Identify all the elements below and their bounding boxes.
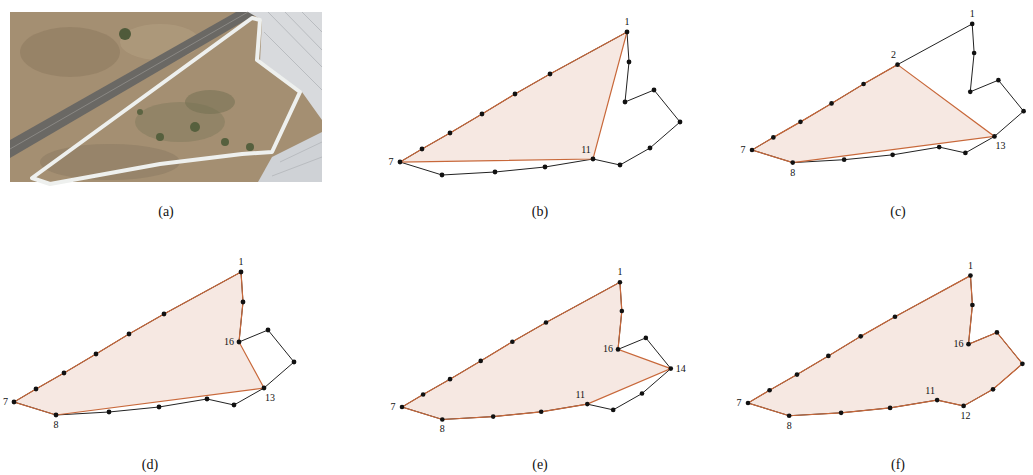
vertex-number: 16 (224, 337, 234, 347)
vertex-number: 12 (961, 411, 971, 421)
panel-label: (d) (142, 458, 158, 472)
vertex-number: 13 (996, 141, 1006, 151)
vertex-number: 8 (787, 421, 792, 431)
panel-label: (b) (532, 205, 548, 219)
vertex-number: 1 (617, 267, 622, 277)
vertex-number: 7 (737, 398, 742, 408)
panel-label: (e) (532, 458, 548, 472)
vertex-number: 14 (676, 364, 686, 374)
aerial-photo (10, 12, 322, 184)
vertex-number: 7 (391, 402, 396, 412)
vertex-number: 1 (970, 9, 975, 19)
vertex-number: 11 (925, 386, 935, 396)
vertex-number: 7 (3, 397, 8, 407)
vertex-number: 2 (891, 50, 896, 60)
polygon-panel (12, 270, 297, 418)
vertex-number: 1 (968, 261, 973, 271)
vertex-number: 7 (741, 145, 746, 155)
vertex-number: 8 (440, 424, 445, 434)
polygon-panel (750, 22, 1026, 165)
vertex-number: 8 (790, 168, 795, 178)
vertex-number: 16 (954, 339, 964, 349)
vertex-number: 13 (265, 393, 275, 403)
vertex-number: 1 (625, 17, 630, 27)
vertex-number: 7 (389, 157, 394, 167)
vertex-number: 11 (575, 390, 585, 400)
polygon-panel (398, 30, 683, 178)
vertex-number: 11 (581, 145, 591, 155)
polygon-panel (746, 273, 1025, 418)
panel-label: (c) (890, 205, 906, 219)
polygon-panel (400, 280, 673, 422)
vertex-number: 16 (603, 344, 613, 354)
vertex-number: 1 (239, 257, 244, 267)
panel-label: (a) (158, 205, 174, 219)
vertex-number: 8 (54, 420, 59, 430)
panel-label: (f) (891, 458, 905, 472)
